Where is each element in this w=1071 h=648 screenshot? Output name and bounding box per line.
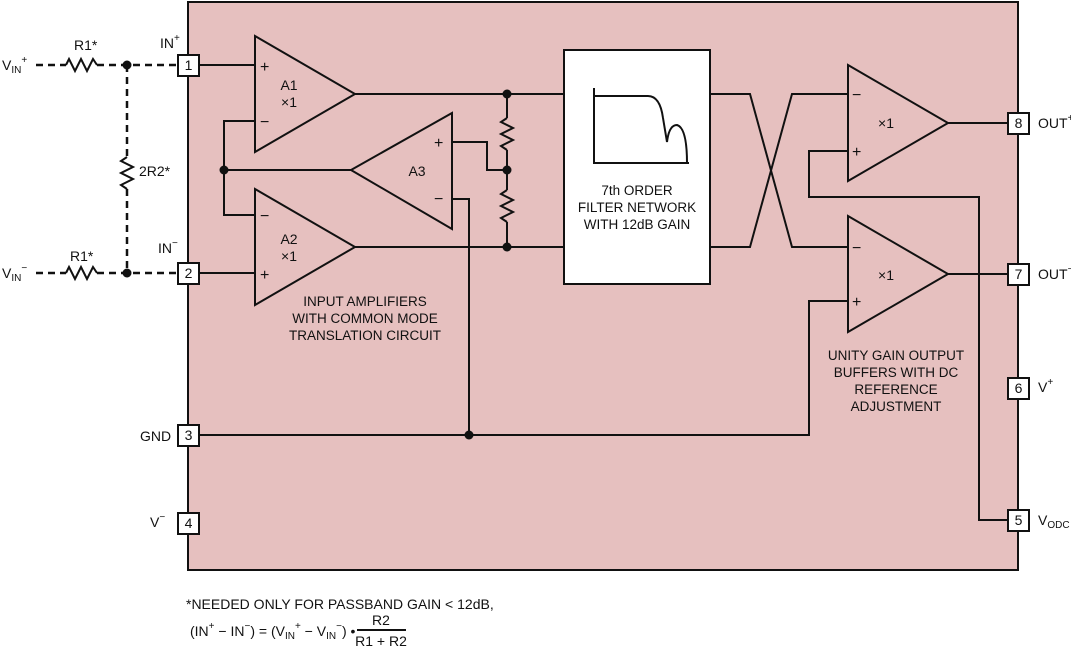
svg-text:3: 3 xyxy=(185,427,193,443)
input-caption: INPUT AMPLIFIERS WITH COMMON MODE TRANSL… xyxy=(289,294,441,343)
pin-3: 3 GND xyxy=(140,424,200,447)
svg-text:−: − xyxy=(434,191,443,208)
svg-text:×1: ×1 xyxy=(281,248,297,264)
svg-text:+: + xyxy=(852,144,861,161)
footnote: *NEEDED ONLY FOR PASSBAND GAIN < 12dB, (… xyxy=(186,596,494,648)
resistor-2r2 xyxy=(118,156,136,190)
pin-8: 8 OUT+ xyxy=(1007,112,1071,135)
svg-text:FILTER NETWORK: FILTER NETWORK xyxy=(578,200,696,215)
svg-text:A1: A1 xyxy=(280,77,297,93)
svg-text:5: 5 xyxy=(1015,512,1023,528)
svg-text:4: 4 xyxy=(185,515,193,531)
svg-text:BUFFERS WITH DC: BUFFERS WITH DC xyxy=(834,365,959,380)
svg-text:V−: V− xyxy=(150,512,165,530)
svg-text:TRANSLATION CIRCUIT: TRANSLATION CIRCUIT xyxy=(289,328,441,343)
r1-bottom-label: R1* xyxy=(70,248,94,264)
svg-text:REFERENCE: REFERENCE xyxy=(854,382,937,397)
svg-text:1: 1 xyxy=(185,57,193,73)
svg-text:OUT−: OUT− xyxy=(1038,264,1071,282)
footnote-numerator: R2 xyxy=(372,612,390,628)
svg-text:+: + xyxy=(434,135,443,152)
svg-text:×1: ×1 xyxy=(281,94,297,110)
svg-text:A2: A2 xyxy=(280,231,297,247)
svg-text:+: + xyxy=(260,59,269,76)
svg-text:2: 2 xyxy=(185,265,193,281)
svg-text:A3: A3 xyxy=(408,163,425,179)
svg-text:WITH COMMON MODE: WITH COMMON MODE xyxy=(292,311,437,326)
resistor-r-top xyxy=(498,117,516,151)
internal-wiring xyxy=(199,64,1008,521)
svg-text:GND: GND xyxy=(140,428,171,444)
footnote-equation: (IN+ − IN−) = (VIN+ − VIN−) • xyxy=(190,621,356,642)
amplifier-a2: − + A2 ×1 xyxy=(254,187,357,307)
svg-text:ADJUSTMENT: ADJUSTMENT xyxy=(851,399,942,414)
svg-text:INPUT AMPLIFIERS: INPUT AMPLIFIERS xyxy=(303,294,427,309)
output-caption: UNITY GAIN OUTPUT BUFFERS WITH DC REFERE… xyxy=(828,348,964,414)
vin-pos-label: VIN+ xyxy=(2,55,27,76)
amplifier-a1: + − A1 ×1 xyxy=(254,34,357,154)
svg-text:IN+: IN+ xyxy=(160,33,180,51)
footnote-denominator: R1 + R2 xyxy=(355,633,407,648)
svg-text:8: 8 xyxy=(1015,115,1023,131)
svg-text:−: − xyxy=(852,240,861,257)
svg-text:+: + xyxy=(852,294,861,311)
output-buffer-top: − + ×1 xyxy=(847,63,950,183)
resistor-r1-bottom xyxy=(65,264,98,282)
vin-neg-label: VIN− xyxy=(2,263,27,284)
svg-text:WITH 12dB GAIN: WITH 12dB GAIN xyxy=(584,217,691,232)
footnote-line1: *NEEDED ONLY FOR PASSBAND GAIN < 12dB, xyxy=(186,596,494,612)
svg-text:−: − xyxy=(852,87,861,104)
pin-7: 7 OUT− xyxy=(1007,263,1071,286)
filter-response-icon xyxy=(593,88,689,164)
pin-2: 2 IN− xyxy=(158,238,200,285)
svg-text:V+: V+ xyxy=(1038,377,1053,395)
resistor-r1-top xyxy=(65,56,98,74)
svg-text:VODC: VODC xyxy=(1038,512,1070,531)
svg-text:+: + xyxy=(260,267,269,284)
amplifier-a3: + − A3 xyxy=(348,111,453,231)
output-buffer-bottom: − + ×1 xyxy=(847,214,950,334)
r2-label: 2R2* xyxy=(139,163,171,179)
r1-top-label: R1* xyxy=(74,37,98,53)
pin-5: 5 VODC xyxy=(1007,509,1070,532)
resistor-r-bottom xyxy=(498,189,516,223)
pin-4: 4 V− xyxy=(150,512,200,535)
svg-text:IN−: IN− xyxy=(158,238,178,256)
svg-text:7th ORDER: 7th ORDER xyxy=(601,183,673,198)
svg-text:OUT+: OUT+ xyxy=(1038,113,1071,131)
filter-block: 7th ORDER FILTER NETWORK WITH 12dB GAIN xyxy=(563,49,711,285)
svg-text:7: 7 xyxy=(1015,266,1023,282)
svg-text:UNITY GAIN OUTPUT: UNITY GAIN OUTPUT xyxy=(828,348,964,363)
svg-text:×1: ×1 xyxy=(878,267,894,283)
pin-6: 6 V+ xyxy=(1007,377,1053,400)
svg-text:6: 6 xyxy=(1015,380,1023,396)
svg-text:−: − xyxy=(260,208,269,225)
svg-text:−: − xyxy=(260,114,269,131)
input-network: VIN+ VIN− R1* R1* 2R2* xyxy=(2,37,178,284)
svg-text:×1: ×1 xyxy=(878,115,894,131)
pin-1: 1 IN+ xyxy=(160,33,200,77)
